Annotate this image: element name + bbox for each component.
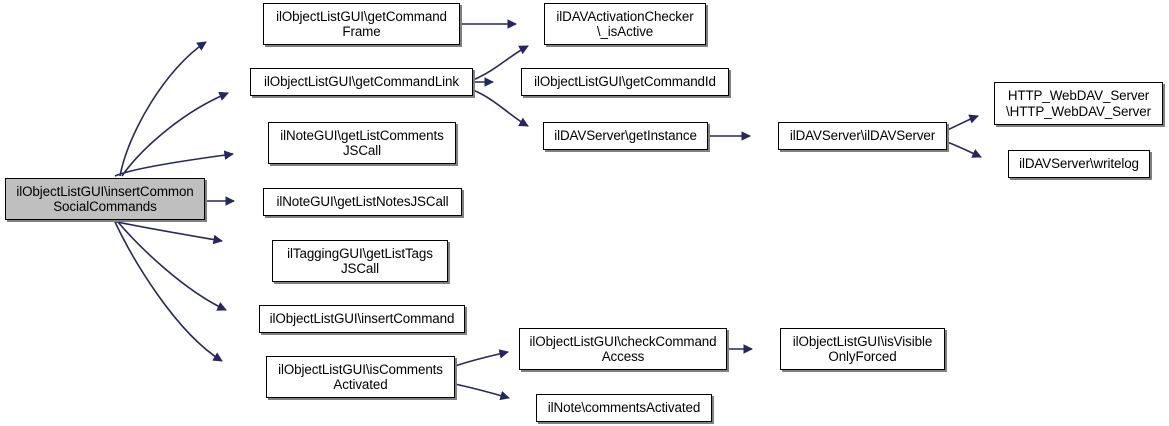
node-getListTagsJSCall[interactable]: ilTaggingGUI\getListTags JSCall: [272, 240, 448, 282]
edge-root-to-getCommandFrame: [119, 41, 207, 177]
edge-isCommentsActivated-to-checkCommandAccess: [454, 349, 509, 367]
node-checkCommandAccess[interactable]: ilObjectListGUI\checkCommand Access: [519, 328, 727, 370]
edge-root-to-insertCommand: [117, 221, 227, 311]
node-writelog[interactable]: ilDAVServer\writelog: [1008, 150, 1150, 178]
edge-ilDAVServer-to-httpWebDAVServer: [946, 114, 979, 131]
node-getCommandFrame[interactable]: ilObjectListGUI\getCommand Frame: [263, 3, 460, 45]
node-isVisibleOnlyForced[interactable]: ilObjectListGUI\isVisible OnlyForced: [780, 328, 945, 370]
node-httpWebDAVServer[interactable]: HTTP_WebDAV_Server \HTTP_WebDAV_Server: [994, 82, 1163, 125]
edge-getCommandLink-to-isActive: [472, 45, 529, 81]
edge-root-to-isCommentsActivated: [114, 221, 223, 362]
node-commentsActivated[interactable]: ilNote\commentsActivated: [536, 394, 712, 422]
node-root[interactable]: ilObjectListGUI\insertCommon SocialComma…: [5, 178, 205, 220]
edge-root-to-getListTagsJSCall: [112, 220, 223, 245]
node-getInstance[interactable]: ilDAVServer\getInstance: [543, 122, 708, 150]
node-getCommandLink[interactable]: ilObjectListGUI\getCommandLink: [250, 68, 473, 96]
node-insertCommand[interactable]: ilObjectListGUI\insertCommand: [259, 305, 465, 333]
node-getCommandId[interactable]: ilObjectListGUI\getCommandId: [521, 68, 729, 96]
edge-ilDAVServer-to-writelog: [946, 141, 982, 158]
edge-isCommentsActivated-to-commentsActivated: [454, 383, 510, 401]
node-getListNotesJSCall[interactable]: ilNoteGUI\getListNotesJSCall: [263, 188, 462, 216]
node-isCommentsActivated[interactable]: ilObjectListGUI\isComments Activated: [266, 356, 455, 398]
edge-getCommandLink-to-getInstance: [472, 89, 529, 127]
node-ilDAVServer[interactable]: ilDAVServer\ilDAVServer: [778, 122, 947, 150]
edge-root-to-getListCommentsJSCall: [114, 150, 234, 177]
node-isActive[interactable]: ilDAVActivationChecker \_isActive: [544, 3, 706, 45]
node-getListCommentsJSCall[interactable]: ilNoteGUI\getListComments JSCall: [268, 122, 456, 164]
edge-root-to-getCommandLink: [121, 91, 229, 177]
